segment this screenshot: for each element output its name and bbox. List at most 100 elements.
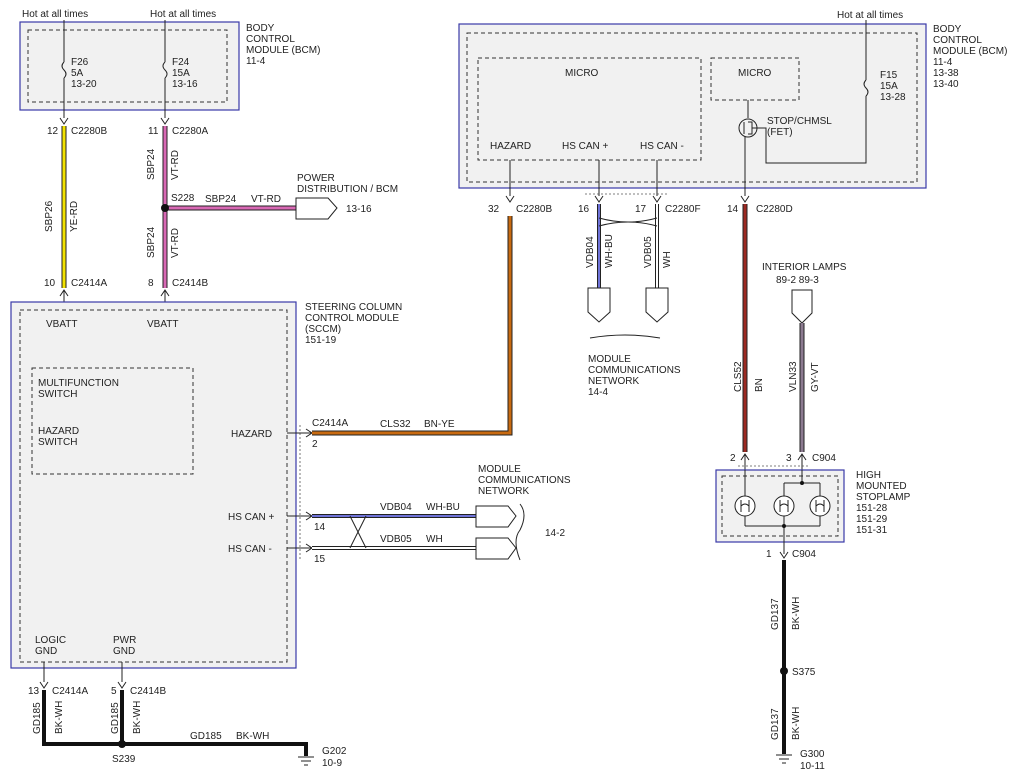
- wire-vdb04-vertical: VDB04 WH-BU: [585, 204, 615, 288]
- chmsl-label-2: MOUNTED: [856, 481, 907, 492]
- twisted-pair-icon: [598, 217, 658, 227]
- chmsl-label-3: STOPLAMP: [856, 492, 911, 503]
- wire-vdb04-horizontal: VDB04 WH-BU: [312, 502, 476, 518]
- wire-cls52-circuit: CLS52: [733, 361, 744, 392]
- pin-8: 8: [148, 278, 154, 289]
- bcm-right-module: Hot at all times BODY CONTROL MODULE (BC…: [458, 10, 1007, 196]
- wire-sbp26-color: YE-RD: [69, 201, 80, 232]
- bcm-left-title-4: 11-4: [246, 56, 266, 67]
- sccm-hscan-minus-pin: HS CAN -: [228, 544, 272, 555]
- mcn-top-label-1: MODULE: [588, 354, 631, 365]
- fuse-f26-ref: 13-20: [71, 79, 97, 90]
- pin-32: 32: [488, 204, 500, 215]
- power-dist-label-2: DISTRIBUTION / BCM: [297, 184, 398, 195]
- wire-gd137-color-a: BK-WH: [791, 597, 802, 630]
- pin-15-hscan: 15: [314, 554, 326, 565]
- wire-vln33: VLN33 GY-VT: [788, 323, 821, 452]
- power-distribution-ref: POWER DISTRIBUTION / BCM 13-16: [295, 173, 398, 220]
- wire-vdb05-horizontal: VDB05 WH: [312, 534, 476, 550]
- sccm-title-2: CONTROL MODULE: [305, 313, 399, 324]
- conn-c2280d: C2280D: [756, 204, 793, 215]
- fuse-f15-ref: 13-28: [880, 92, 906, 103]
- connector-c2414b: 8 C2414B: [148, 278, 208, 302]
- ground-g300-circuit: 1 C904 S375 GD137 BK-WH GD137 BK-WH G300…: [766, 549, 825, 772]
- fet-label-1: STOP/CHMSL: [767, 116, 832, 127]
- chmsl-label-1: HIGH: [856, 470, 881, 481]
- wire-cls32: CLS32 BN-YE: [312, 216, 513, 436]
- micro-label-1: MICRO: [565, 68, 599, 79]
- connector-c2414a: 10 C2414A: [44, 278, 107, 302]
- pin-17: 17: [635, 204, 647, 215]
- mcn-top-ref: MODULE COMMUNICATIONS NETWORK 14-4: [587, 287, 681, 398]
- lamp-icon: [773, 495, 795, 517]
- wire-gd185-color-h: BK-WH: [236, 731, 269, 742]
- hot-label-3: Hot at all times: [837, 10, 903, 21]
- fuse-f24: F24: [172, 57, 190, 68]
- splice-s228: [161, 204, 169, 212]
- conn-c2414b: C2414B: [172, 278, 208, 289]
- pin-14-hscan: 14: [314, 522, 326, 533]
- conn-c904-top: C904: [812, 453, 836, 464]
- wire-sbp24-color-a: VT-RD: [170, 150, 181, 180]
- wire-vdb04-color: WH-BU: [426, 502, 460, 513]
- wire-vln33-circuit: VLN33: [788, 361, 799, 392]
- wire-sbp24-circuit-c: SBP24: [146, 226, 157, 258]
- interior-lamps-ref: INTERIOR LAMPS 89-2 89-3: [762, 262, 847, 324]
- pin-14: 14: [727, 204, 739, 215]
- fuse-icon: [61, 61, 67, 79]
- hot-label-1: Hot at all times: [22, 9, 88, 20]
- interior-lamps-label: INTERIOR LAMPS: [762, 262, 847, 273]
- pin-2-hazard: 2: [312, 439, 318, 450]
- power-dist-ref: 13-16: [346, 204, 372, 215]
- sccm-title-3: (SCCM): [305, 324, 341, 335]
- logic-gnd-label-1: LOGIC: [35, 635, 66, 646]
- bcm-right-title-2: CONTROL: [933, 35, 982, 46]
- wire-sbp26-circuit: SBP26: [44, 200, 55, 232]
- pin-16: 16: [578, 204, 590, 215]
- power-dist-label-1: POWER: [297, 173, 335, 184]
- fuse-f15: F15: [880, 70, 898, 81]
- wire-gd137-circuit-b: GD137: [770, 708, 781, 740]
- connector-c2280b-right: 32 C2280B: [488, 195, 552, 215]
- wire-sbp24-circuit-b: SBP24: [205, 194, 237, 205]
- ground-g300-ref: 10-11: [800, 761, 825, 772]
- wire-gd185-circuit-h: GD185: [190, 731, 222, 742]
- pwr-gnd-label-2: GND: [113, 646, 135, 657]
- conn-c2280b-right: C2280B: [516, 204, 552, 215]
- bcm-left-module: Hot at all times Hot at all times BODY C…: [19, 9, 320, 118]
- vbatt-label-2: VBATT: [147, 319, 178, 330]
- chmsl-module: HIGH MOUNTED STOPLAMP 151-28 151-29 151-…: [715, 469, 911, 554]
- hazard-switch-label-1: HAZARD: [38, 426, 79, 437]
- vbatt-label-1: VBATT: [46, 319, 77, 330]
- fet-label-2: (FET): [767, 127, 793, 138]
- bcm-left-title-2: CONTROL: [246, 34, 295, 45]
- wire-sbp24-circuit-a: SBP24: [146, 148, 157, 180]
- wire-sbp24-color-b: VT-RD: [251, 194, 281, 205]
- ground-symbol-icon: [776, 754, 792, 764]
- conn-c904-bottom: C904: [792, 549, 816, 560]
- conn-c2414a-bottom: C2414A: [52, 686, 88, 697]
- ground-g202-circuit: 13 C2414A 5 C2414B S239 GD185 BK-WH GD18…: [28, 662, 347, 769]
- wire-vdb04-v-circuit: VDB04: [585, 236, 596, 268]
- conn-c2280b: C2280B: [71, 126, 107, 137]
- twisted-pair-icon: [349, 515, 367, 549]
- micro-label-2: MICRO: [738, 68, 772, 79]
- wire-vdb05-color: WH: [426, 534, 443, 545]
- mcn-top-ref-number: 14-4: [588, 387, 608, 398]
- conn-c2280f: C2280F: [665, 204, 701, 215]
- wire-vdb04-v-color: WH-BU: [604, 234, 615, 268]
- conn-c2414a-side: C2414A: [312, 418, 348, 429]
- bcm-left-title-1: BODY: [246, 23, 275, 34]
- connector-c2280a: 11 C2280A: [148, 117, 208, 137]
- logic-gnd-label-2: GND: [35, 646, 57, 657]
- wire-vln33-color: GY-VT: [810, 362, 821, 392]
- mcn-right-label-3: NETWORK: [478, 486, 529, 497]
- wire-sbp24: SBP24 VT-RD SBP24 VT-RD SBP24 VT-RD S228: [146, 126, 296, 288]
- ground-symbol-icon: [298, 756, 314, 766]
- ground-g202-label: G202: [322, 746, 347, 757]
- bcm-hscan-plus-pin: HS CAN +: [562, 141, 609, 152]
- mcn-right-ref: MODULE COMMUNICATIONS NETWORK 14-2: [475, 464, 571, 561]
- pin-11: 11: [148, 126, 159, 137]
- lamp-icon: [734, 495, 756, 517]
